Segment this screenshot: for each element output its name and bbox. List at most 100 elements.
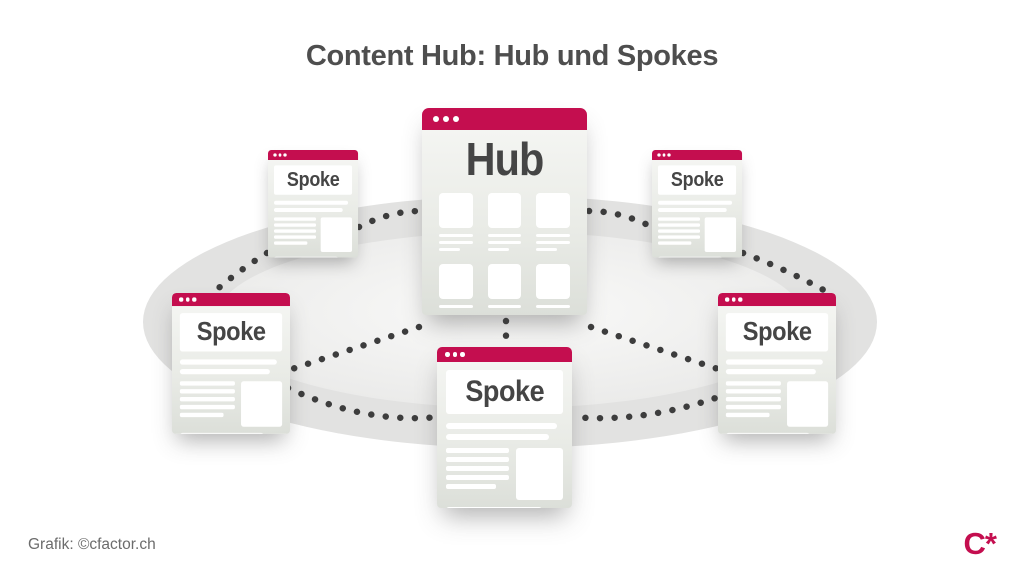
spoke-card-body: Spoke [172, 306, 290, 434]
hub-label: Hub [465, 133, 545, 185]
text-column [658, 217, 701, 247]
text-line-placeholder [725, 432, 810, 434]
text-line-placeholder [274, 208, 343, 213]
spoke-card-left: Spoke [172, 293, 290, 434]
image-placeholder [787, 381, 829, 427]
window-titlebar [437, 347, 572, 362]
text-line-placeholder [274, 241, 308, 245]
text-line-placeholder [446, 434, 549, 440]
window-dot-icon [278, 153, 282, 157]
text-line-placeholder [274, 200, 349, 205]
hub-card: Hub [422, 108, 587, 315]
text-column [725, 381, 781, 420]
window-titlebar [268, 150, 359, 161]
image-placeholder [516, 448, 563, 500]
spoke-label: Spoke [670, 168, 724, 191]
window-dot-icon [667, 153, 671, 157]
spoke-card-top-left: Spoke [268, 150, 359, 258]
text-line-placeholder [658, 241, 692, 245]
window-dot-icon [445, 352, 450, 357]
window-dot-icon [731, 297, 736, 302]
text-line-placeholder [658, 229, 701, 233]
text-line-placeholder [725, 404, 781, 409]
window-dot-icon [273, 153, 277, 157]
text-line-placeholder [274, 217, 317, 221]
text-line-placeholder [446, 507, 542, 508]
text-column [274, 217, 317, 247]
spoke-heading-box: Spoke [725, 313, 829, 352]
text-line-placeholder [446, 484, 497, 489]
image-placeholder [439, 192, 473, 228]
text-line-placeholder [179, 369, 270, 375]
spoke-label: Spoke [742, 317, 812, 347]
text-line-placeholder [439, 240, 473, 245]
text-line-placeholder [725, 389, 781, 394]
window-dot-icon [724, 297, 729, 302]
hub-card-body: Hub [422, 130, 587, 315]
spoke-card-body: Spoke [268, 160, 359, 258]
credit-text: Grafik: ©cfactor.ch [28, 536, 156, 553]
text-line-placeholder [446, 466, 509, 471]
text-line-placeholder [179, 432, 264, 434]
window-titlebar [172, 293, 290, 307]
spoke-content-row [658, 217, 737, 253]
text-line-placeholder [446, 448, 509, 453]
hub-content-grid [422, 192, 587, 312]
text-line-placeholder [274, 256, 338, 258]
connection-dotted-line [210, 249, 271, 296]
text-line-placeholder [536, 304, 570, 309]
text-line-placeholder [487, 304, 522, 309]
spoke-card-body: Spoke [718, 306, 836, 434]
text-line-placeholder [446, 475, 509, 480]
window-titlebar [718, 293, 836, 307]
text-line-placeholder [274, 235, 317, 239]
window-dot-icon [443, 116, 449, 122]
text-line-placeholder [725, 359, 824, 365]
window-dot-icon [185, 297, 190, 302]
spoke-heading-box: Spoke [274, 165, 353, 195]
content-tile [487, 192, 522, 255]
text-line-placeholder [658, 223, 701, 227]
page-title: Content Hub: Hub und Spokes [305, 40, 719, 72]
connection-dotted-line [568, 384, 746, 422]
image-placeholder [704, 217, 737, 253]
spoke-label: Spoke [286, 168, 340, 191]
spoke-heading-box: Spoke [179, 313, 283, 352]
window-titlebar [422, 108, 587, 130]
text-line-placeholder [536, 233, 570, 238]
content-tile [439, 192, 473, 255]
window-dot-icon [662, 153, 666, 157]
text-line-placeholder [446, 423, 558, 429]
window-dot-icon [460, 352, 465, 357]
image-placeholder [320, 217, 353, 253]
text-line-placeholder [725, 381, 781, 386]
text-line-placeholder [439, 304, 473, 309]
connection-dotted-line [739, 249, 833, 297]
text-line-placeholder [446, 457, 509, 462]
spoke-heading-box: Spoke [658, 165, 737, 195]
cfactor-logo: C* [963, 526, 997, 561]
spoke-heading-box: Spoke [446, 370, 563, 414]
text-line-placeholder [536, 240, 570, 245]
text-line-placeholder [487, 247, 509, 252]
text-line-placeholder [274, 229, 317, 233]
image-placeholder [439, 263, 473, 299]
spoke-label: Spoke [465, 375, 544, 408]
text-line-placeholder [658, 235, 701, 239]
window-dot-icon [738, 297, 743, 302]
text-line-placeholder [439, 247, 460, 252]
spoke-card-body: Spoke [437, 362, 572, 508]
text-line-placeholder [658, 256, 722, 258]
image-placeholder [241, 381, 283, 427]
text-line-placeholder [179, 412, 224, 417]
image-placeholder [487, 263, 522, 299]
text-line-placeholder [487, 233, 522, 238]
text-line-placeholder [658, 208, 727, 213]
text-line-placeholder [725, 369, 816, 375]
text-line-placeholder [179, 381, 235, 386]
background-ellipse-inner [215, 232, 805, 408]
text-line-placeholder [536, 247, 558, 252]
text-line-placeholder [487, 240, 522, 245]
